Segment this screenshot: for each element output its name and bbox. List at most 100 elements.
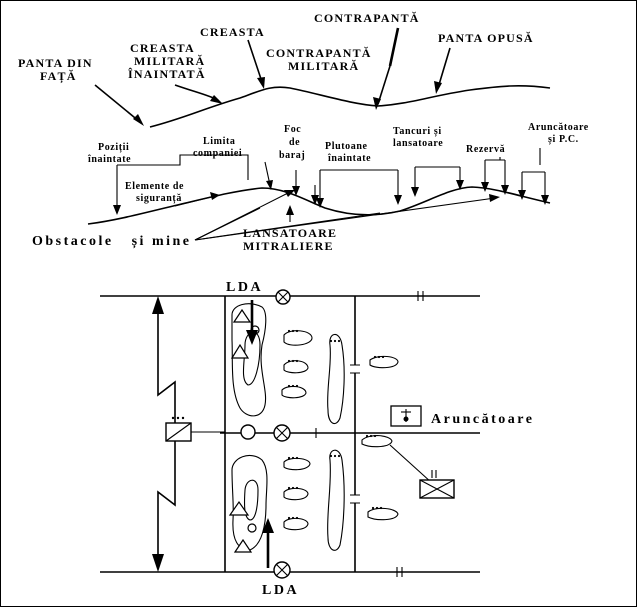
arrow-obstacole-2: [194, 207, 261, 241]
minefield-marker-icon: [273, 424, 291, 442]
label-elemente-2: siguranță: [136, 193, 182, 204]
link-line: [389, 444, 433, 484]
label-obstacole-mine: Obstacole și mine: [32, 234, 192, 249]
label-pozitii-2: înaintate: [87, 154, 131, 165]
platoon-position-outline: [327, 333, 345, 425]
label-creasta-inaintata-1: CREASTA: [130, 41, 195, 55]
arrowhead-icon: [541, 195, 549, 205]
top-label-arrows: [94, 27, 451, 126]
platoon-position-outline: [283, 330, 313, 346]
arrow-creasta: [247, 39, 263, 83]
platoon-position-outline: [283, 517, 309, 531]
label-contrapanta-militara-2: MILITARĂ: [288, 59, 359, 73]
unit-brackets: [113, 148, 549, 215]
label-foc-3: baraj: [279, 150, 305, 161]
label-panta-din-fata-1: PANTA DIN: [18, 56, 93, 70]
arrowhead-icon: [266, 180, 273, 190]
arrow-contrapanta-tail: [377, 65, 391, 105]
plan-view: [100, 289, 480, 579]
mortar-icon: [390, 405, 422, 427]
minefield-marker-icon: [273, 561, 291, 579]
label-contrapanta-militara-1: CONTRAPANTĂ: [266, 46, 372, 60]
top-labels: PANTA DIN FAȚĂ CREASTA MILITARĂ ÎNAINTAT…: [18, 11, 534, 84]
arrowhead-icon: [373, 97, 381, 110]
arrowhead-icon: [284, 190, 295, 197]
bracket-pozitii-inaintate: [117, 154, 249, 180]
arrowhead-icon: [292, 186, 300, 196]
reserve-position-outline: [361, 435, 393, 448]
label-aruncatoare-pc-1: Aruncătoare: [528, 122, 589, 133]
arrowhead-down-icon: [152, 554, 164, 572]
arrow-panta-opusa: [437, 47, 451, 89]
label-foc-1: Foc: [284, 124, 301, 135]
observation-post-icon: [232, 308, 252, 323]
label-plutoane-2: înaintate: [327, 153, 371, 164]
observation-post-icon: [233, 538, 253, 553]
arrowhead-icon: [210, 192, 220, 200]
arrow-contrapanta: [388, 27, 400, 67]
platoon-position-outline: [231, 303, 267, 417]
arrowhead-icon: [456, 180, 464, 190]
platoon-position-outline: [327, 449, 345, 551]
arrow-panta-din-fata: [94, 84, 141, 123]
label-rezerva: Rezervă: [466, 144, 505, 155]
upper-platoon-positions: [230, 303, 399, 425]
label-mitraliere: MITRALIERE: [243, 239, 334, 253]
platoon-position-outline: [283, 360, 309, 374]
platoon-position-outline: [281, 385, 307, 399]
platoon-position-outline: [231, 455, 268, 551]
observation-post-icon: [228, 500, 250, 516]
platoon-position-outline: [283, 457, 311, 471]
arrowhead-icon: [286, 205, 294, 215]
tank-launcher-icon: [419, 470, 455, 499]
label-creasta-inaintata-2: MILITARĂ: [134, 54, 205, 68]
label-limita-1: Limita: [203, 136, 236, 147]
label-pozitii-1: Poziții: [98, 142, 129, 153]
label-plutoane-1: Plutoane: [325, 141, 368, 152]
arrowhead-icon: [113, 205, 121, 215]
label-panta-opusa: PANTA OPUSĂ: [438, 31, 534, 45]
reserve-position-outline: [369, 355, 399, 369]
arrowhead-up-icon: [152, 296, 164, 314]
zigzag-boundary-arrow: [157, 300, 176, 568]
arrowhead-icon: [311, 195, 319, 205]
lower-platoon-positions: [228, 434, 399, 553]
arrowhead-icon: [316, 198, 324, 208]
arrowhead-up-icon: [262, 518, 274, 533]
arrowhead-icon: [133, 114, 144, 126]
bottom-arrows: [174, 190, 500, 241]
label-creasta: CREASTA: [200, 25, 265, 39]
arrowhead-icon: [210, 95, 223, 104]
label-lda-top: LDA: [226, 280, 263, 295]
arrowhead-icon: [501, 185, 509, 195]
label-elemente-1: Elemente de: [125, 181, 184, 192]
line-gap: [350, 495, 360, 503]
gap-tick-icon: [350, 364, 360, 374]
label-tancuri-2: lansatoare: [393, 138, 443, 149]
arrowhead-icon: [489, 194, 500, 202]
gap-tick-icon: [350, 494, 360, 504]
reserve-position-outline: [367, 507, 399, 521]
arrowhead-icon: [411, 187, 419, 197]
unit-labels: Poziții înaintate Limita companiei Foc d…: [87, 122, 589, 204]
company-cp-icon: [165, 416, 225, 442]
crest-terrain-line: [149, 85, 551, 128]
bottom-labels: Obstacole și mine LANSATOARE MITRALIERE: [32, 226, 336, 253]
label-foc-2: de: [289, 137, 300, 148]
platoon-position-outline: [283, 487, 309, 501]
label-contrapanta: CONTRAPANTĂ: [314, 11, 420, 25]
label-limita-2: companiei: [193, 148, 242, 159]
arrowhead-down-icon: [246, 330, 258, 345]
arrow-elemente: [174, 195, 216, 207]
label-panta-din-fata-2: FAȚĂ: [40, 69, 77, 84]
arrowhead-icon: [394, 195, 402, 205]
label-aruncatoare: Aruncătoare: [431, 412, 534, 427]
minefield-marker-icon: [275, 289, 291, 305]
weapon-position-icon: [247, 523, 257, 533]
observation-post-icon: [230, 343, 250, 359]
boundary-tick-icon: [417, 291, 424, 301]
arrow-obstacole-4: [194, 197, 496, 241]
label-creasta-inaintata-3: ÎNAINTATĂ: [128, 67, 206, 81]
